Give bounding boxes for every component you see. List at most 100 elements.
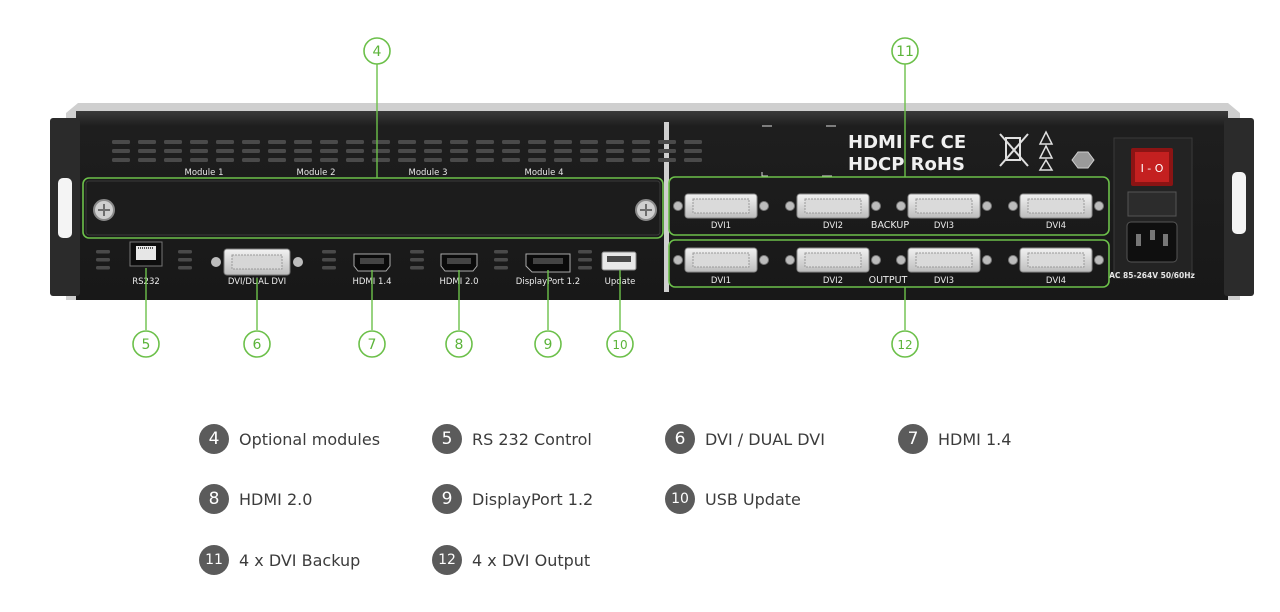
connector-screw (1008, 201, 1018, 211)
vent-slot (578, 258, 592, 262)
module-label: Module 2 (296, 168, 335, 178)
callout-number: 8 (455, 337, 464, 353)
warning-icon (1038, 130, 1054, 171)
output-port-label: DVI4 (1046, 276, 1066, 286)
vent-slot (164, 158, 182, 162)
vent-slot (410, 266, 424, 270)
output-port-label: DVI2 (823, 276, 843, 286)
vent-slot (606, 149, 624, 153)
connector-screw (759, 255, 769, 265)
vent-slot (502, 140, 520, 144)
vent-slot (528, 140, 546, 144)
certification-block: HDMI FC CE HDCP RoHS (761, 125, 1095, 177)
callout-11: 11 (891, 37, 919, 65)
legend-item: 9 DisplayPort 1.2 (432, 483, 593, 515)
connector-screw (1094, 255, 1104, 265)
callout-number: 10 (612, 338, 627, 352)
vent-slot (528, 149, 546, 153)
backup-title: BACKUP (871, 220, 909, 231)
backup-port-label: DVI3 (934, 221, 954, 231)
callout-number: 7 (368, 337, 377, 353)
dvi-dual-port (211, 248, 303, 276)
vent-slot (450, 149, 468, 153)
vent-slot (372, 149, 390, 153)
vent-slot (138, 158, 156, 162)
vent-slot (96, 250, 110, 254)
connector-screw (673, 255, 683, 265)
legend-label: HDMI 2.0 (239, 489, 313, 509)
dvi-labels: DVI1 DVI2 BACKUP DVI3 DVI4 DVI1 DVI2 OUT… (711, 220, 1066, 286)
legend-item: 6 DVI / DUAL DVI (665, 423, 825, 455)
vent-slot (138, 149, 156, 153)
vent-slot (294, 158, 312, 162)
vent-slot (242, 158, 260, 162)
callout-9: 9 (534, 330, 562, 358)
vent-slot (424, 149, 442, 153)
power-inlet-icon (1126, 221, 1178, 263)
legend-label: DisplayPort 1.2 (472, 489, 594, 509)
callout-12: 12 (891, 330, 919, 358)
vent-slot (632, 149, 650, 153)
vent-slot (502, 158, 520, 162)
power-area: I - O AC 85-264V 50/60Hz (1109, 137, 1195, 280)
legend-number-badge: 8 (199, 484, 229, 514)
legend-number-badge: 7 (898, 424, 928, 454)
legend-item: 7 HDMI 1.4 (898, 423, 1011, 455)
power-rating: AC 85-264V 50/60Hz (1109, 271, 1195, 280)
callout-number: 4 (373, 44, 382, 60)
callout-6: 6 (243, 330, 271, 358)
vent-slot (346, 140, 364, 144)
connector-screw (1008, 255, 1018, 265)
highlight-boxes (82, 176, 1110, 288)
top-vents (112, 140, 702, 162)
vent-slot (398, 149, 416, 153)
vent-slot (346, 158, 364, 162)
legend-label: Optional modules (239, 429, 381, 449)
vent-slot (476, 158, 494, 162)
hdmi-1-4-port (353, 253, 391, 272)
vent-slot (322, 258, 336, 262)
vent-slot (606, 158, 624, 162)
vent-slot (528, 158, 546, 162)
legend-label: DVI / DUAL DVI (705, 429, 825, 449)
vent-slot (242, 149, 260, 153)
callout-number: 9 (544, 337, 553, 353)
legend-item: 10 USB Update (665, 483, 801, 515)
vent-slot (190, 158, 208, 162)
vent-slot (164, 140, 182, 144)
vent-slot (554, 149, 572, 153)
connector-screw (1094, 201, 1104, 211)
optional-module-plate (85, 180, 661, 236)
weee-icon (999, 133, 1029, 167)
legend-label: HDMI 1.4 (938, 429, 1012, 449)
vent-slot (268, 158, 286, 162)
highlight-backup (668, 176, 1110, 236)
legend-number-badge: 11 (199, 545, 229, 575)
vent-slot (346, 149, 364, 153)
dvi-pin-grid (915, 198, 973, 214)
usb-update-port (601, 251, 637, 271)
vent-slot (320, 158, 338, 162)
vent-slot (410, 258, 424, 262)
vent-slot (658, 158, 676, 162)
vent-slot (494, 258, 508, 262)
legend-label: 4 x DVI Backup (239, 550, 361, 570)
lower-vents (96, 250, 592, 270)
legend-number-badge: 4 (199, 424, 229, 454)
connector-screw (759, 201, 769, 211)
vent-slot (216, 140, 234, 144)
vent-slot (398, 140, 416, 144)
legend-number-badge: 5 (432, 424, 462, 454)
output-port-label: DVI3 (934, 276, 954, 286)
connector-screw (673, 201, 683, 211)
rs232-port (129, 241, 163, 267)
module-label: Module 1 (184, 168, 223, 178)
vent-slot (554, 140, 572, 144)
vent-slot (494, 250, 508, 254)
vent-slot (502, 149, 520, 153)
leader-lines (145, 64, 906, 330)
vent-slot (450, 140, 468, 144)
connector-screw (785, 255, 795, 265)
vent-slot (684, 158, 702, 162)
